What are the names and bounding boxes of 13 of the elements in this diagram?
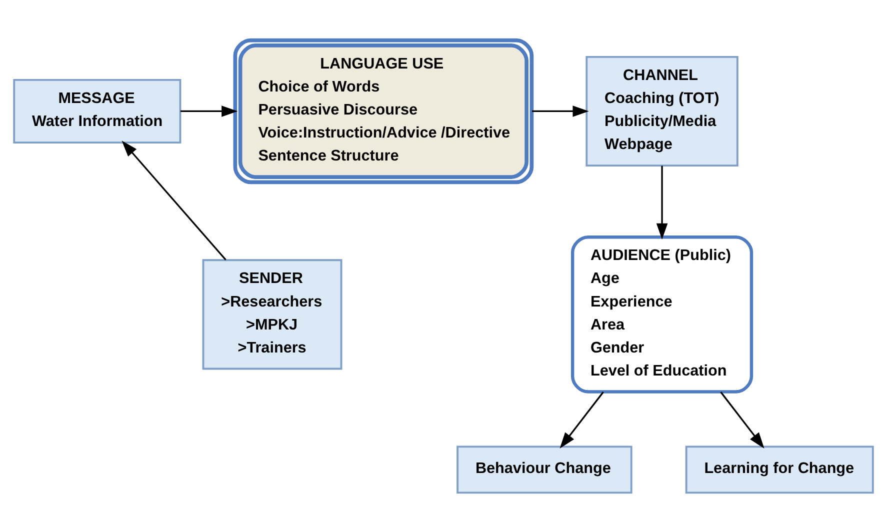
arrow <box>720 391 764 448</box>
node-box: LANGUAGE USE Choice of Words Persuasive Discourse Voice:Instruction/Advice /Directive Sentence Structure <box>232 38 534 184</box>
node-box: SENDER >Researchers >MPKJ >Trainers <box>202 258 342 370</box>
arrow <box>121 140 226 260</box>
node-box: MESSAGE Water Information <box>12 78 181 143</box>
arrow <box>559 391 604 448</box>
node-box: Behaviour Change <box>456 445 632 494</box>
node-box: CHANNEL Coaching (TOT) Publicity/Media Webpage <box>585 55 738 166</box>
arrow <box>180 105 238 116</box>
node-box: AUDIENCE (Public) Age Experience Area Gender Level of Education <box>570 235 753 393</box>
node-box: Learning for Change <box>684 445 874 494</box>
arrow <box>531 105 588 116</box>
arrow <box>656 165 668 239</box>
